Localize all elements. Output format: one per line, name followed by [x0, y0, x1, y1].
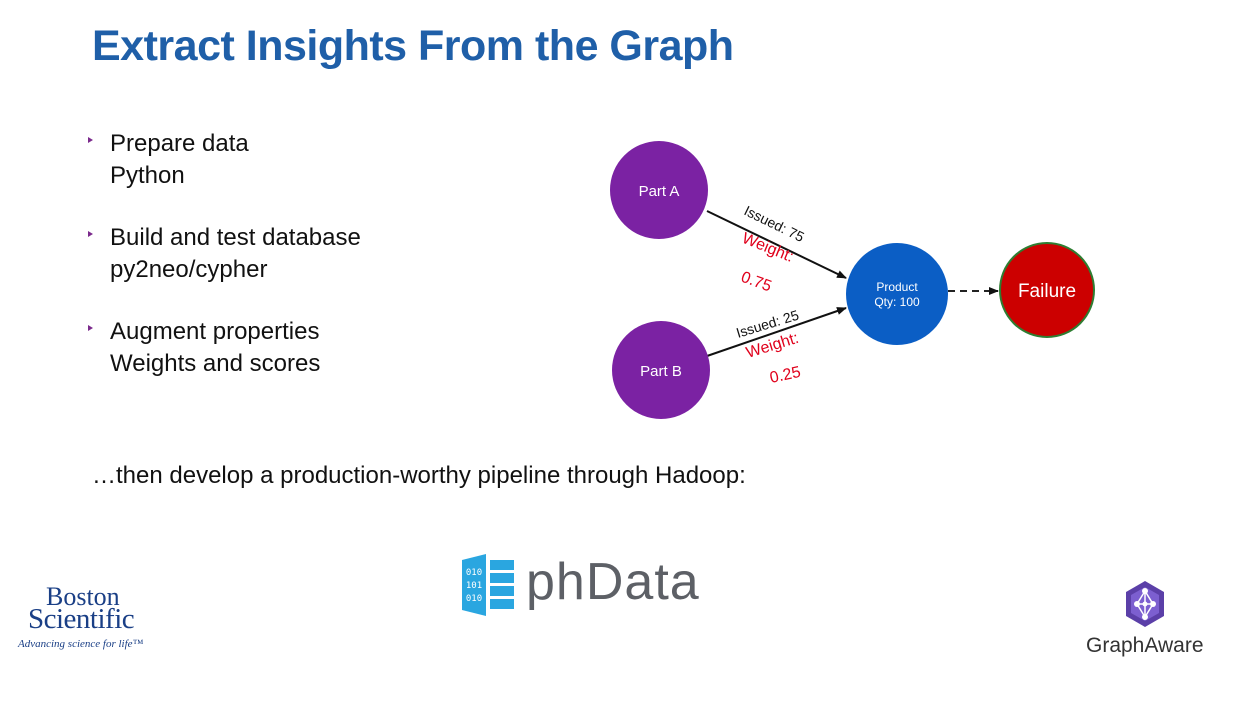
- svg-text:101: 101: [466, 581, 482, 591]
- node-part-b: [612, 321, 710, 419]
- bullet-detail: Weights and scores: [110, 350, 321, 377]
- edge-a-weight-value: 0.75: [739, 269, 774, 296]
- node-product-label: Product: [876, 280, 918, 294]
- bullet-item-augment-properties: Augment properties Weights and scores: [88, 316, 508, 380]
- pipeline-statement: …then develop a production-worthy pipeli…: [92, 462, 746, 489]
- node-product-quantity: Qty: 100: [874, 295, 920, 309]
- bullet-marker-icon: [88, 325, 93, 331]
- boston-scientific-logo-line2: Scientific: [28, 603, 135, 635]
- bullet-heading: Prepare data: [110, 130, 249, 157]
- bullet-list: Prepare data Python Build and test datab…: [88, 128, 508, 410]
- bullet-item-build-database: Build and test database py2neo/cypher: [88, 222, 508, 286]
- bullet-marker-icon: [88, 231, 93, 237]
- bullet-heading: Augment properties: [110, 318, 320, 345]
- edge-part-b-to-product: [706, 307, 847, 357]
- slide-title: Extract Insights From the Graph: [92, 22, 734, 70]
- graphaware-logo-text: GraphAware: [1086, 634, 1204, 657]
- node-part-a-label: Part A: [639, 183, 680, 200]
- phdata-logo-text: phData: [526, 553, 700, 611]
- node-failure-label: Failure: [1018, 281, 1076, 302]
- boston-scientific-logo-line1: Boston: [46, 582, 120, 611]
- boston-scientific-tagline: Advancing science for life™: [18, 638, 144, 650]
- node-part-a: [610, 141, 708, 239]
- bullet-detail: Python: [110, 162, 185, 189]
- node-part-b-label: Part B: [640, 363, 682, 380]
- bullet-heading: Build and test database: [110, 224, 361, 251]
- svg-text:010: 010: [466, 594, 482, 604]
- graphaware-logo: GraphAware: [1080, 578, 1220, 658]
- edge-part-a-to-product: [706, 210, 847, 279]
- bullet-detail: py2neo/cypher: [110, 256, 268, 283]
- phdata-mark-icon: 010 101 010: [462, 554, 514, 616]
- phdata-logo: 010 101 010 phData: [458, 552, 738, 618]
- bullet-item-prepare-data: Prepare data Python: [88, 128, 508, 192]
- graph-diagram: Part A Part B Product Qty: 100 Failure I…: [610, 141, 1095, 419]
- svg-text:010: 010: [466, 568, 482, 578]
- graphaware-mark-icon: [1126, 581, 1164, 627]
- edge-b-weight-value: 0.25: [768, 364, 802, 387]
- node-product: [846, 243, 948, 345]
- node-failure: [999, 242, 1095, 338]
- bullet-marker-icon: [88, 137, 93, 143]
- boston-scientific-logo: Boston Scientific Advancing science for …: [18, 584, 188, 654]
